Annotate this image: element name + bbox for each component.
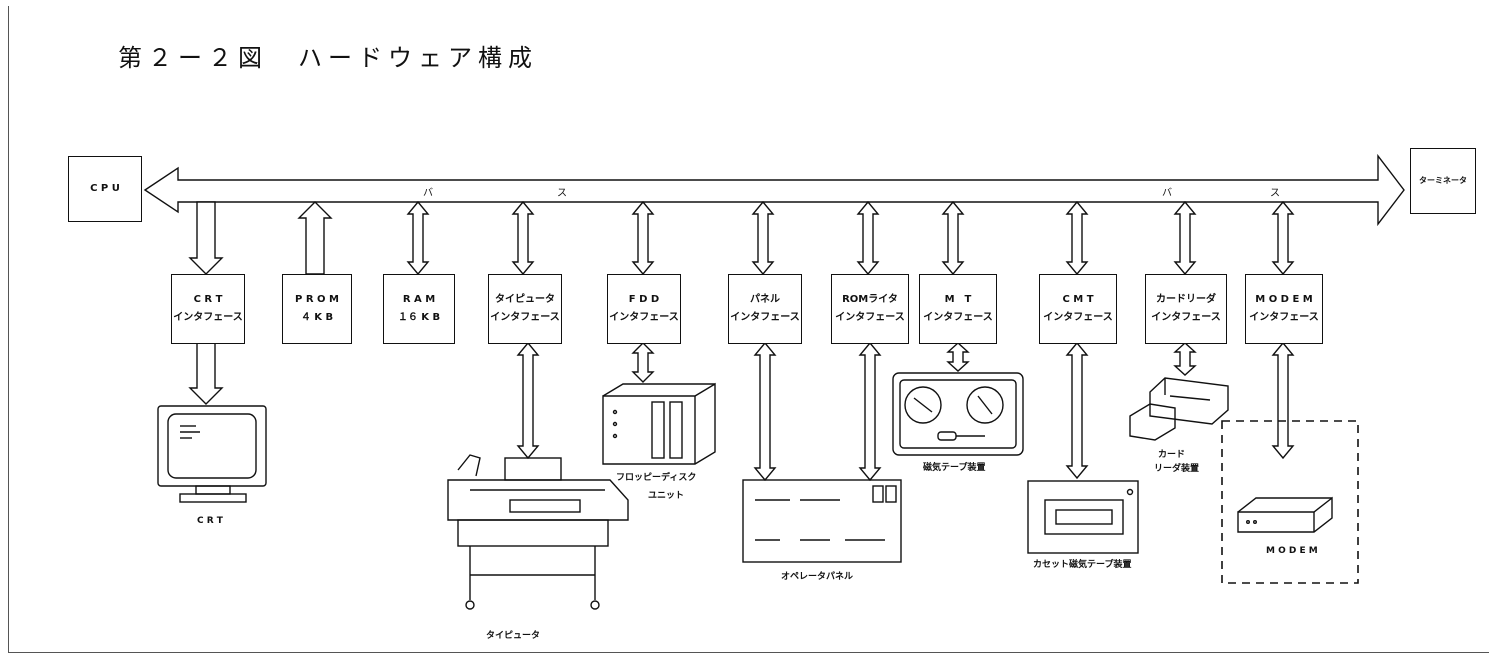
box-label-line1: P R O M	[295, 291, 339, 309]
box-label-line2: インタフェース	[490, 309, 560, 327]
panel-interface-box: パネル インタフェース	[728, 274, 802, 344]
box-label-line2: １６ K B	[398, 309, 440, 327]
crt-caption: C R T	[197, 516, 223, 526]
box-label-line1: C M T	[1062, 291, 1093, 309]
operator-panel	[743, 480, 901, 562]
cmt-interface-box: C M T インタフェース	[1039, 274, 1117, 344]
typewriter-terminal	[448, 455, 628, 609]
bus-arrow	[145, 156, 1404, 224]
fdd-interface-box: F D D インタフェース	[607, 274, 681, 344]
box-label-line1: F D D	[629, 291, 659, 309]
box-label-line2: インタフェース	[1043, 309, 1113, 327]
cassette-caption: カセット磁気テープ装置	[1033, 557, 1131, 570]
device-connectors	[190, 343, 1293, 480]
box-label-line1: M O D E M	[1255, 291, 1312, 309]
box-label-line1: タイピュータ	[495, 291, 555, 309]
box-label-line1: M T	[945, 291, 972, 309]
card-reader-interface-box: カードリーダ インタフェース	[1145, 274, 1227, 344]
box-label-line2: インタフェース	[1249, 309, 1319, 327]
cpu-box: C P U	[68, 156, 142, 222]
terminator-box: ターミネータ	[1410, 148, 1476, 214]
operator-panel-caption: オペレータパネル	[781, 569, 853, 582]
box-label-line2: インタフェース	[609, 309, 679, 327]
cassette-unit	[1028, 481, 1138, 553]
floppy-unit	[603, 384, 715, 464]
prom-box: P R O M ４ K B	[282, 274, 352, 344]
mt-interface-box: M T インタフェース	[919, 274, 997, 344]
bus-label-3: バ	[1162, 184, 1172, 199]
magnetic-tape-unit	[893, 373, 1023, 455]
rom-writer-interface-box: ROMライタ インタフェース	[831, 274, 909, 344]
bus-label-4: ス	[1270, 184, 1280, 199]
modem-interface-box: M O D E M インタフェース	[1245, 274, 1323, 344]
cpu-label: C P U	[90, 180, 120, 198]
modem-caption: M O D E M	[1266, 546, 1318, 556]
crt-interface-box: C R T インタフェース	[171, 274, 245, 344]
typewriter-interface-box: タイピュータ インタフェース	[488, 274, 562, 344]
box-label-line1: ROMライタ	[842, 291, 898, 309]
card-reader	[1130, 378, 1228, 440]
box-label-line2: インタフェース	[835, 309, 905, 327]
box-label-line2: インタフェース	[730, 309, 800, 327]
terminator-label: ターミネータ	[1419, 172, 1467, 190]
floppy-caption-line2: ユニット	[648, 488, 684, 501]
box-label-line2: インタフェース	[1151, 309, 1221, 327]
bus-connectors	[190, 202, 1293, 274]
card-reader-caption-line2: リーダ装置	[1154, 461, 1199, 474]
typewriter-caption: タイピュータ	[486, 628, 540, 641]
box-label-line1: パネル	[750, 291, 780, 309]
crt-monitor	[158, 406, 266, 502]
box-label-line1: カードリーダ	[1156, 291, 1216, 309]
bus-label-2: ス	[557, 184, 567, 199]
modem-device	[1238, 498, 1332, 532]
card-reader-caption-line1: カード	[1158, 447, 1185, 460]
mt-caption: 磁気テープ装置	[923, 460, 985, 473]
box-label-line2: インタフェース	[923, 309, 993, 327]
box-label-line1: C R T	[194, 291, 223, 309]
box-label-line2: インタフェース	[173, 309, 243, 327]
box-label-line1: R A M	[403, 291, 435, 309]
box-label-line2: ４ K B	[301, 309, 333, 327]
ram-box: R A M １６ K B	[383, 274, 455, 344]
floppy-caption-line1: フロッピーディスク	[616, 470, 696, 483]
bus-label-1: バ	[423, 184, 433, 199]
